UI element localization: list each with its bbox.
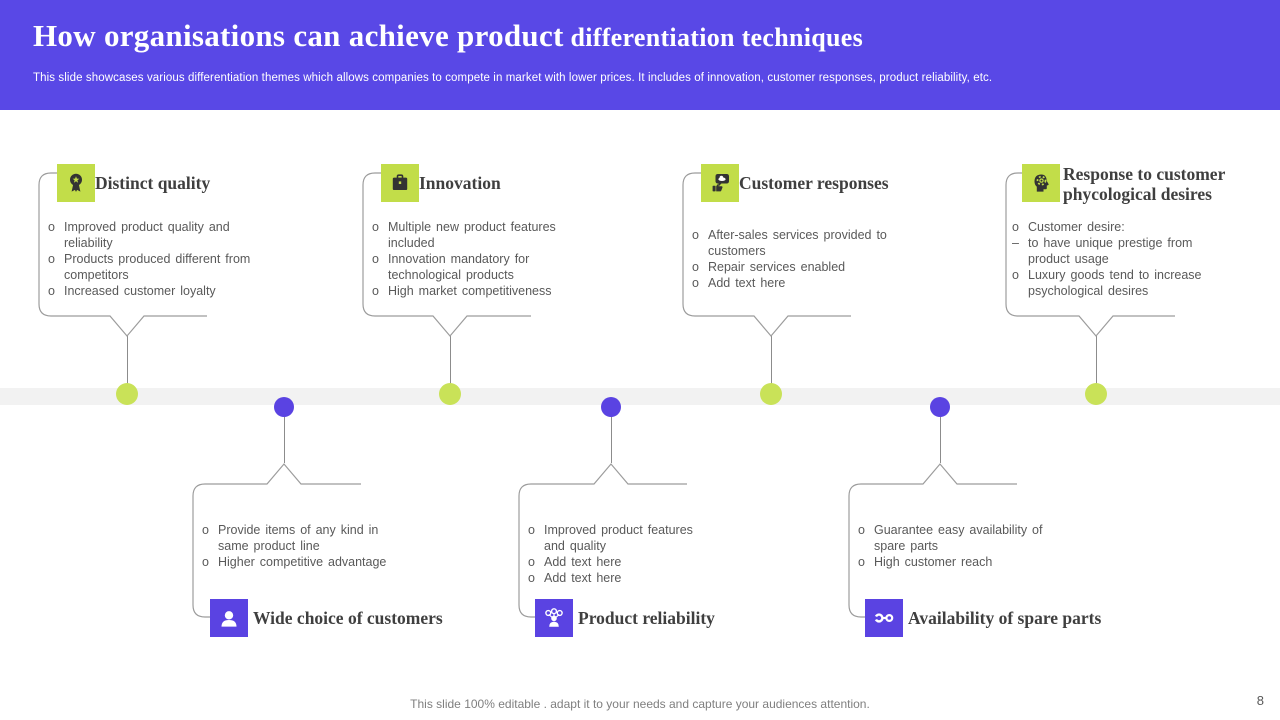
footer-note: This slide 100% editable . adapt it to y… [410, 697, 870, 711]
callout-title: Product reliability [578, 608, 715, 628]
connector-line [1096, 336, 1097, 386]
header-subtitle: This slide showcases various differentia… [33, 72, 993, 84]
feedback-icon [701, 164, 739, 202]
callout-title: Customer responses [739, 173, 889, 193]
connector-line [450, 336, 451, 386]
connector-line [611, 415, 612, 463]
timeline-dot-purple [930, 397, 950, 417]
timeline-dot-purple [601, 397, 621, 417]
callout-title: Innovation [419, 173, 501, 193]
head-gear-icon [1022, 164, 1060, 202]
connector-line [284, 415, 285, 463]
wrench-icon [865, 599, 903, 637]
timeline-dot-green [116, 383, 138, 405]
timeline-dot-purple [274, 397, 294, 417]
callout-title: Availability of spare parts [908, 608, 1102, 628]
callout-title: Distinct quality [95, 173, 211, 193]
user-icon [210, 599, 248, 637]
callout-title: Response to customer phycological desire… [1063, 164, 1226, 204]
page-title-main: How organisations can achieve product [33, 18, 564, 53]
callout-title: Wide choice of customers [253, 608, 443, 628]
page-number: 8 [1256, 693, 1264, 708]
connector-line [771, 336, 772, 386]
connector-line [940, 415, 941, 463]
page-title-secondary: differentiation techniques [563, 23, 864, 52]
connector-line [127, 336, 128, 386]
timeline-dot-green [439, 383, 461, 405]
header-banner: How organisations can achieve product di… [0, 0, 1280, 110]
timeline-dot-green [760, 383, 782, 405]
page-title: How organisations can achieve product di… [33, 18, 863, 54]
timeline-dot-green [1085, 383, 1107, 405]
award-icon [57, 164, 95, 202]
briefcase-icon [381, 164, 419, 202]
network-icon [535, 599, 573, 637]
timeline-band [0, 388, 1280, 405]
